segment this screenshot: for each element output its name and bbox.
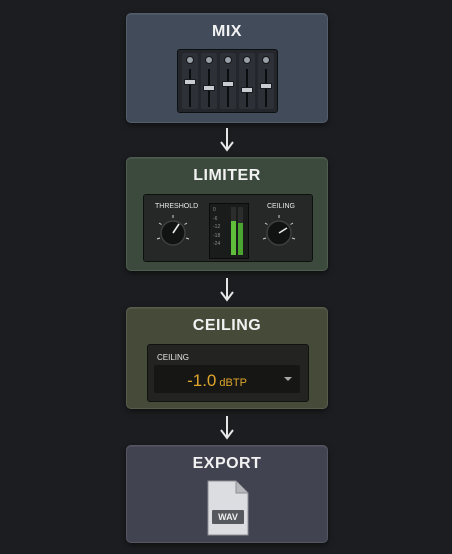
ceiling-unit: dBTP <box>219 377 247 389</box>
arrow-down-icon <box>220 416 234 440</box>
ceiling-knob-label: CEILING <box>267 203 296 210</box>
level-meter-icon: 0 -6 -12 -18 -24 <box>209 203 249 259</box>
threshold-label: THRESHOLD <box>155 203 199 210</box>
mixer-icon <box>177 49 278 113</box>
file-format-label: WAV <box>212 510 244 524</box>
dropdown-arrow-icon[interactable] <box>284 377 292 381</box>
mix-title: MIX <box>212 23 242 40</box>
mix-stage: MIX <box>126 13 328 123</box>
limiter-plugin: THRESHOLD 0 -6 -12 -18 -24 CEILING <box>143 194 313 262</box>
limiter-stage: LIMITER THRESHOLD 0 -6 -12 -18 -24 <box>126 157 328 271</box>
ceiling-field-label: CEILING <box>157 353 190 362</box>
limiter-title: LIMITER <box>193 167 261 184</box>
ceiling-title: CEILING <box>192 317 262 334</box>
arrow-down-icon <box>220 278 234 302</box>
export-title: EXPORT <box>192 455 262 472</box>
mixer-channel <box>181 53 198 109</box>
mixer-channel <box>257 53 274 109</box>
mixer-channel <box>238 53 255 109</box>
ceiling-knob-icon[interactable] <box>262 215 296 249</box>
meter-scale: 0 -6 -12 -18 -24 <box>213 207 221 248</box>
mixer-channel <box>200 53 217 109</box>
wav-file-icon: WAV <box>206 480 250 536</box>
arrow-down-icon <box>220 128 234 152</box>
mixer-channel <box>219 53 236 109</box>
threshold-knob-icon[interactable] <box>156 215 190 249</box>
export-stage: EXPORT WAV <box>126 445 328 543</box>
